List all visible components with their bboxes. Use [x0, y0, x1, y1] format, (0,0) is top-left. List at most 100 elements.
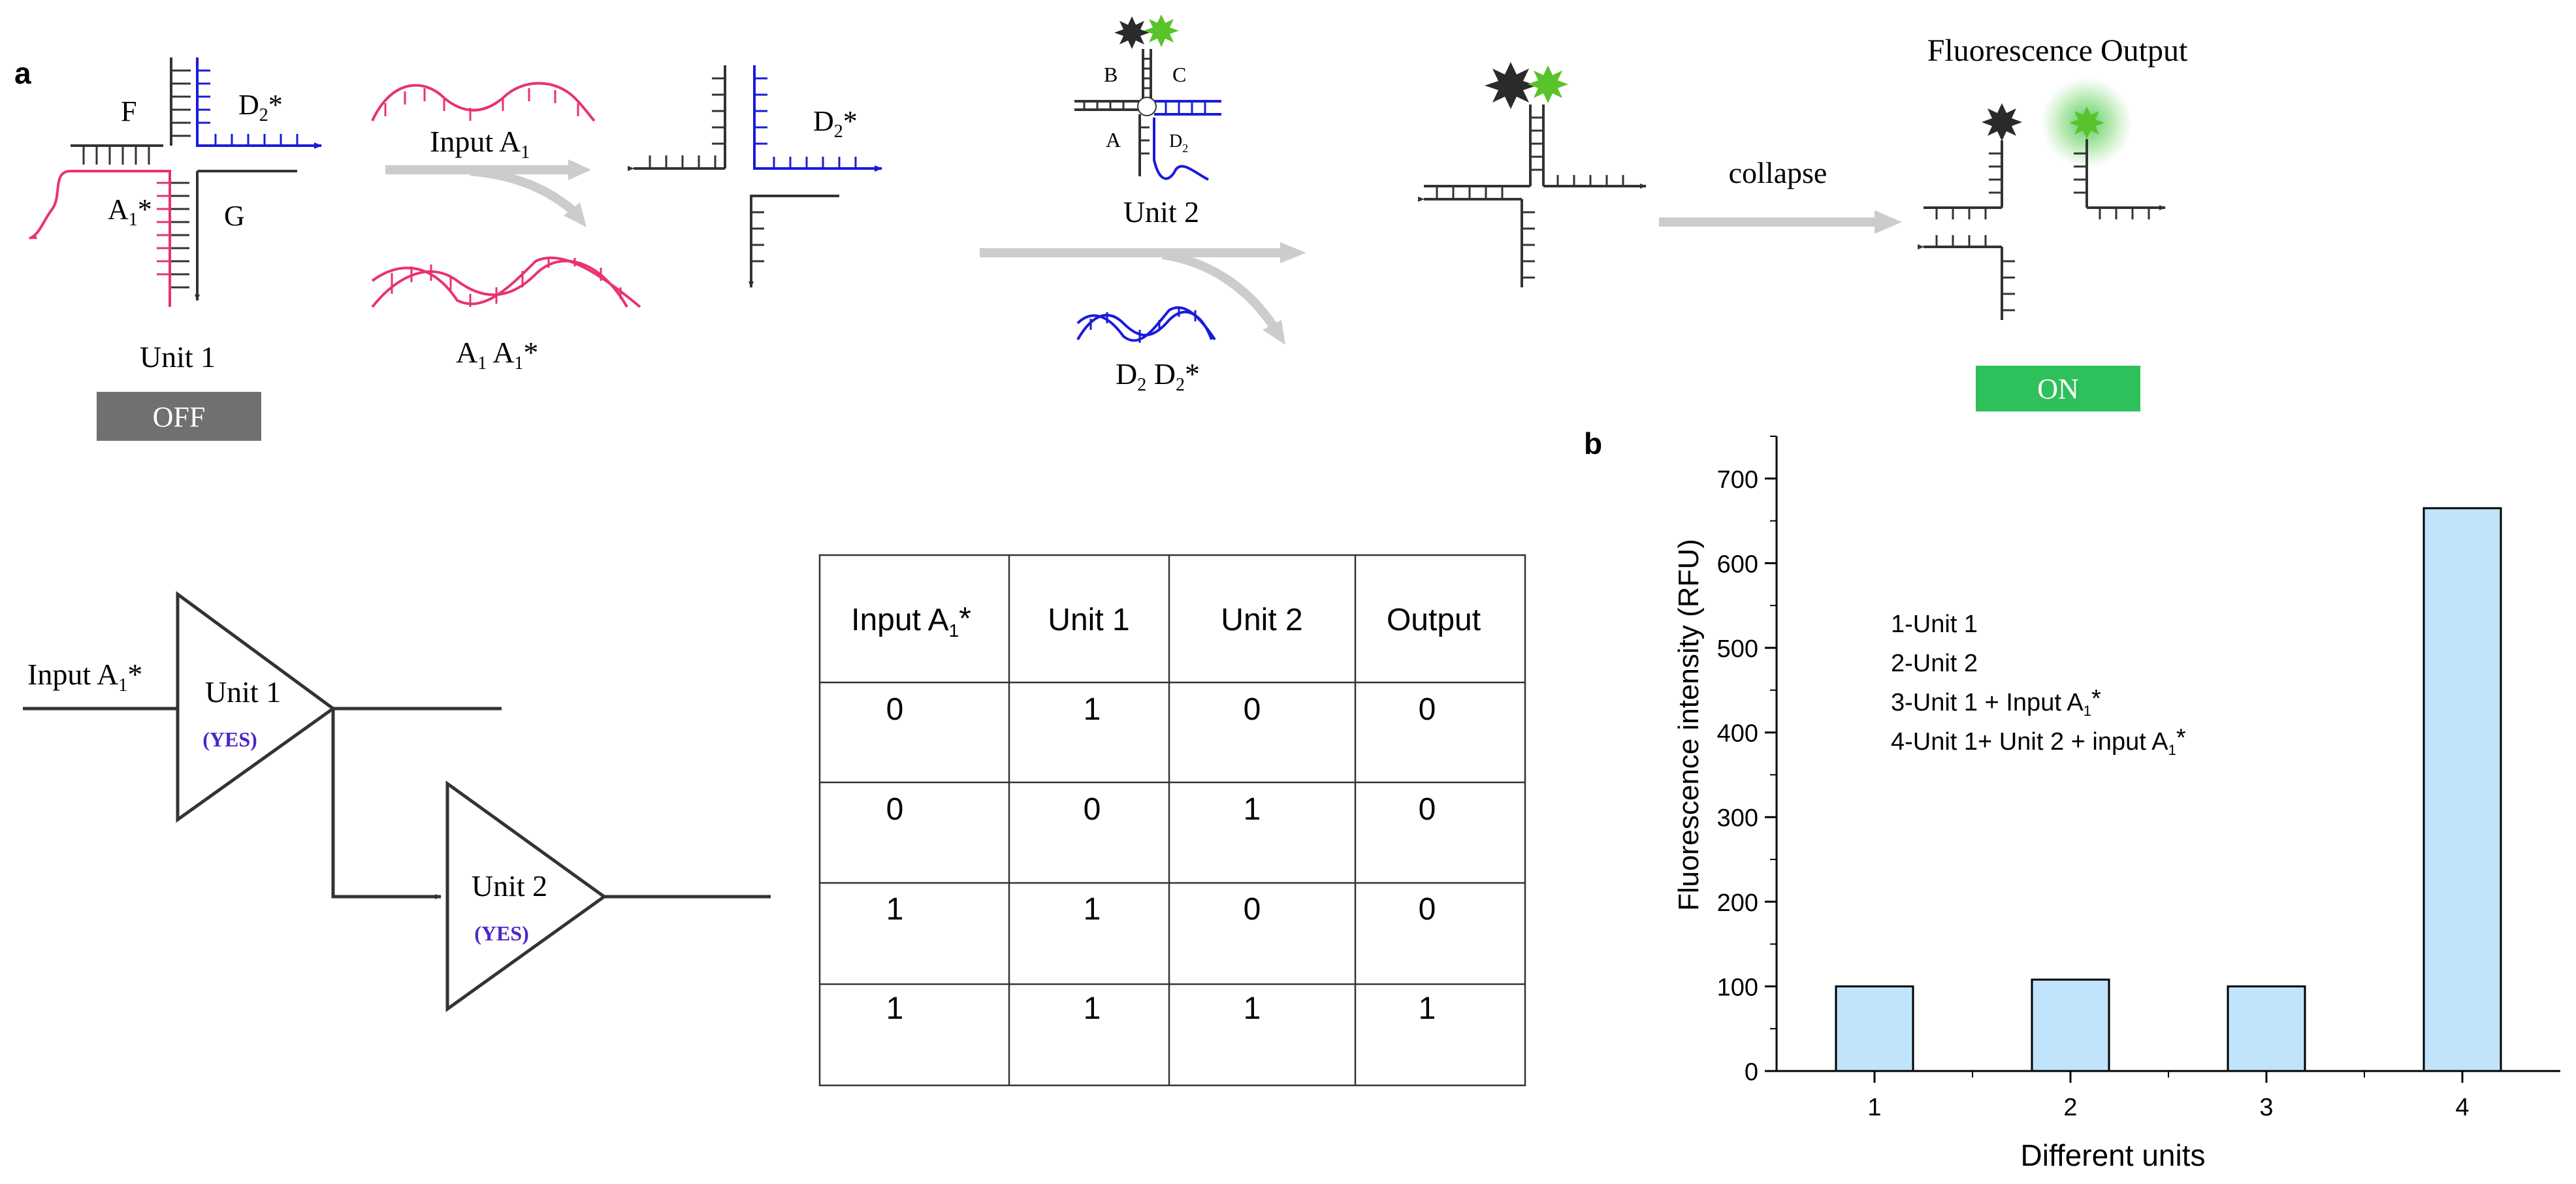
- output-quencher-icon: [1982, 103, 2022, 141]
- table-row: 0 1 0 0: [886, 692, 1436, 727]
- table-row: 0 0 1 0: [886, 792, 1436, 827]
- output-on-box: [1976, 366, 2140, 411]
- unit1-name: Unit 1: [140, 340, 216, 374]
- chart-x-tick-label: 1: [1867, 1094, 1881, 1121]
- table-cell: 0: [1419, 892, 1436, 927]
- table-cell: 0: [1244, 692, 1261, 727]
- table-cell: 1: [1419, 991, 1436, 1026]
- unit1-strand-d2star: [196, 57, 322, 149]
- panel-a: a: [14, 14, 2188, 441]
- table-cell: 1: [1084, 692, 1101, 727]
- gate1-triangle: [176, 591, 336, 823]
- chart-x-axis-label: Different units: [2021, 1138, 2206, 1172]
- unit1-label-a1star: A1*: [108, 193, 152, 230]
- chart-x-tick-label: 4: [2455, 1094, 2469, 1121]
- panel-b-label: b: [1584, 426, 1602, 460]
- duplex-d2-strand-2: [1076, 306, 1216, 342]
- table-cell: 0: [886, 692, 904, 727]
- unit2-quencher-icon: [1114, 16, 1150, 49]
- gate1-type: (YES): [202, 728, 257, 751]
- chart-y-tick-label: 100: [1717, 974, 1758, 1001]
- duplex-a1-label: A1 A1*: [456, 336, 538, 374]
- table-row: 1 1 1 1: [886, 991, 1436, 1026]
- unit1-top-arm-ticks: [171, 69, 191, 137]
- chart-legend-item: 4-Unit 1+ Unit 2 + input A1*: [1891, 724, 2186, 758]
- chart-y-tick-label: 500: [1717, 635, 1758, 663]
- table-header-unit1: Unit 1: [1048, 603, 1129, 637]
- chart-bar: [2227, 985, 2306, 1072]
- chart-legend-item: 2-Unit 2: [1891, 650, 1978, 677]
- intermediate-d2star-label: D2*: [813, 105, 858, 142]
- unit1-strand-a1star: [29, 170, 171, 307]
- chart-y-axis-label: Fluorescence intensity (RFU): [1673, 539, 1705, 911]
- input-a1-label: Input A1: [430, 125, 530, 163]
- unit1-off-label: OFF: [153, 401, 206, 433]
- table-cell: 1: [1244, 991, 1261, 1026]
- unit1-label-g: G: [224, 200, 245, 232]
- chart-bar: [2031, 978, 2110, 1072]
- duplex-a1-ticks: [391, 258, 622, 307]
- output-title: Fluorescence Output: [1927, 33, 2188, 68]
- assembled-structure: [1418, 62, 1647, 287]
- table-cell: 1: [1084, 892, 1101, 927]
- unit2-label-b: B: [1104, 63, 1118, 86]
- output-on-label: ON: [2037, 373, 2079, 405]
- chart-y-tick-label: 0: [1745, 1059, 1758, 1086]
- table-cell: 0: [1244, 892, 1261, 927]
- gate1-to-gate2-wire: [331, 709, 442, 899]
- table-cell: 1: [1084, 991, 1101, 1026]
- chart-y-tick-label: 300: [1717, 805, 1758, 832]
- duplex-d2-label: D2 D2*: [1116, 357, 1200, 395]
- collapse-label: collapse: [1729, 156, 1827, 189]
- unit1-pink-ticks: [157, 182, 170, 276]
- table-cell: 1: [886, 991, 904, 1026]
- chart-legend-item: 3-Unit 1 + Input A1*: [1891, 685, 2101, 719]
- duplex-d2-ticks: [1089, 307, 1197, 343]
- chart-bars: [1835, 507, 2502, 1072]
- table-row: 1 1 0 0: [886, 892, 1436, 927]
- logic-input-label: Input A1*: [27, 658, 142, 696]
- gate2-type: (YES): [474, 921, 529, 945]
- output-products: [1918, 77, 2166, 320]
- unit1-off-box: [97, 392, 261, 441]
- chart-y-ticks: 0 100 200 300 400 500 600 700: [1717, 436, 1777, 1086]
- unit2-label-a: A: [1106, 128, 1121, 152]
- gate1-name: Unit 1: [205, 675, 281, 709]
- chart-x-tick-label: 2: [2063, 1094, 2077, 1121]
- reaction-arrow-1: [385, 159, 591, 227]
- output-fluorophore-icon: [2069, 106, 2104, 139]
- chart-y-tick-label: 200: [1717, 889, 1758, 917]
- duplex-a1-strand-1: [371, 259, 628, 308]
- unit2-label-c: C: [1172, 63, 1186, 86]
- table-header-output: Output: [1387, 603, 1481, 637]
- input-a1-wave: [371, 82, 596, 122]
- table-cell: 0: [1419, 692, 1436, 727]
- table-header-input: Input A1*: [851, 601, 971, 641]
- unit2-junction: [1074, 14, 1221, 181]
- chart-y-tick-label: 400: [1717, 720, 1758, 748]
- chart-legend: 1-Unit 1 2-Unit 2 3-Unit 1 + Input A1* 4…: [1891, 611, 2186, 758]
- truth-table: Input A1* Unit 1 Unit 2 Output 0 1 0 0 0…: [818, 554, 1526, 1087]
- chart-y-tick-label: 600: [1717, 551, 1758, 578]
- intermediate-junction: [628, 65, 882, 288]
- chart-bar: [2423, 507, 2502, 1072]
- table-cell: 0: [1084, 792, 1101, 827]
- chart-legend-item: 1-Unit 1: [1891, 611, 1978, 638]
- unit1-junction: F D2* A1* G: [29, 57, 322, 307]
- collapse-arrow: [1659, 210, 1902, 234]
- table-cell: 0: [886, 792, 904, 827]
- reaction-arrow-2: [980, 242, 1306, 345]
- logic-circuit: Input A1* Unit 1 (YES) Unit 2 (YES): [23, 591, 771, 1012]
- table-cell: 1: [886, 892, 904, 927]
- chart-y-tick-label: 700: [1717, 466, 1758, 494]
- unit1-strand-f-ticks: [82, 146, 150, 165]
- panel-a-label: a: [14, 56, 31, 90]
- unit1-d2star-ticks: [197, 69, 298, 146]
- unit1-label-f: F: [121, 95, 137, 127]
- table-cell: 0: [1419, 792, 1436, 827]
- input-a1-ticks: [384, 88, 579, 121]
- unit1-a1star-ticks: [171, 182, 189, 289]
- duplex-a1-strand-2: [371, 256, 641, 308]
